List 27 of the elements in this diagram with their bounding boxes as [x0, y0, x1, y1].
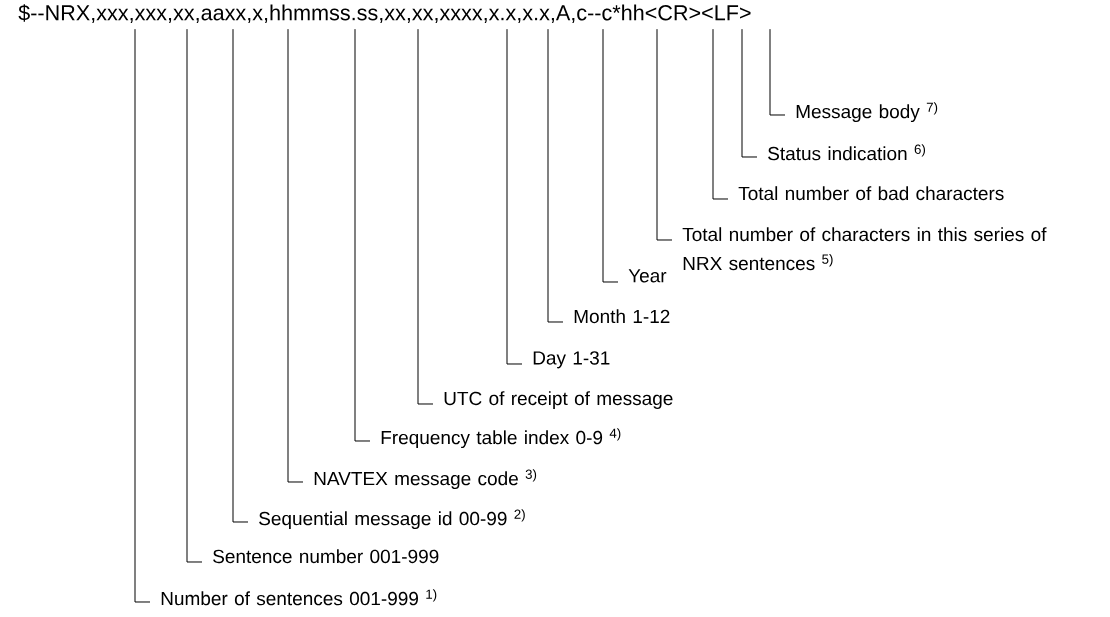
field-description: NAVTEX message code $^{3)}$: [314, 469, 537, 490]
leader-line: [354, 28, 371, 442]
field-description: Total number of characters in this series of NRX sentences $^{5)}$: [682, 227, 1047, 271]
leader-line: [602, 28, 619, 283]
leader-line: [741, 28, 758, 158]
leader-line: [769, 28, 786, 116]
field-description: Month 1-12: [574, 309, 670, 324]
leader-line: [232, 28, 249, 523]
leader-line: [134, 28, 151, 603]
field-description: Frequency table index 0-9 $^{4)}$: [381, 428, 621, 449]
field-description: Sentence number 001-999: [213, 549, 439, 564]
field-description: Day 1-31: [533, 351, 610, 369]
leader-line: [656, 28, 673, 241]
field-description: Total number of bad characters: [738, 186, 1004, 201]
leader-line: [506, 28, 523, 365]
field-description: Status indication $^{6)}$: [768, 144, 925, 161]
field-description: Sequential message id 00-99 $^{2)}$: [259, 509, 525, 530]
field-description: UTC of receipt of message: [444, 391, 673, 409]
leader-line: [287, 28, 304, 483]
leader-line: [547, 28, 564, 323]
field-description: Year: [628, 269, 667, 283]
leader-line: [186, 28, 203, 563]
field-description: Message body $^{7)}$: [796, 102, 938, 123]
field-description: Number of sentences 001-999 $^{1)}$: [161, 589, 437, 606]
leader-line: [712, 28, 729, 200]
sentence-format: $--NRX,xxx,xxx,xx,aaxx,x,hhmmss.ss,xx,xx,xxxx,x.x,x.x,A,c--c*hh<CR><LF>: [18, 4, 751, 23]
leader-line: [417, 28, 434, 405]
